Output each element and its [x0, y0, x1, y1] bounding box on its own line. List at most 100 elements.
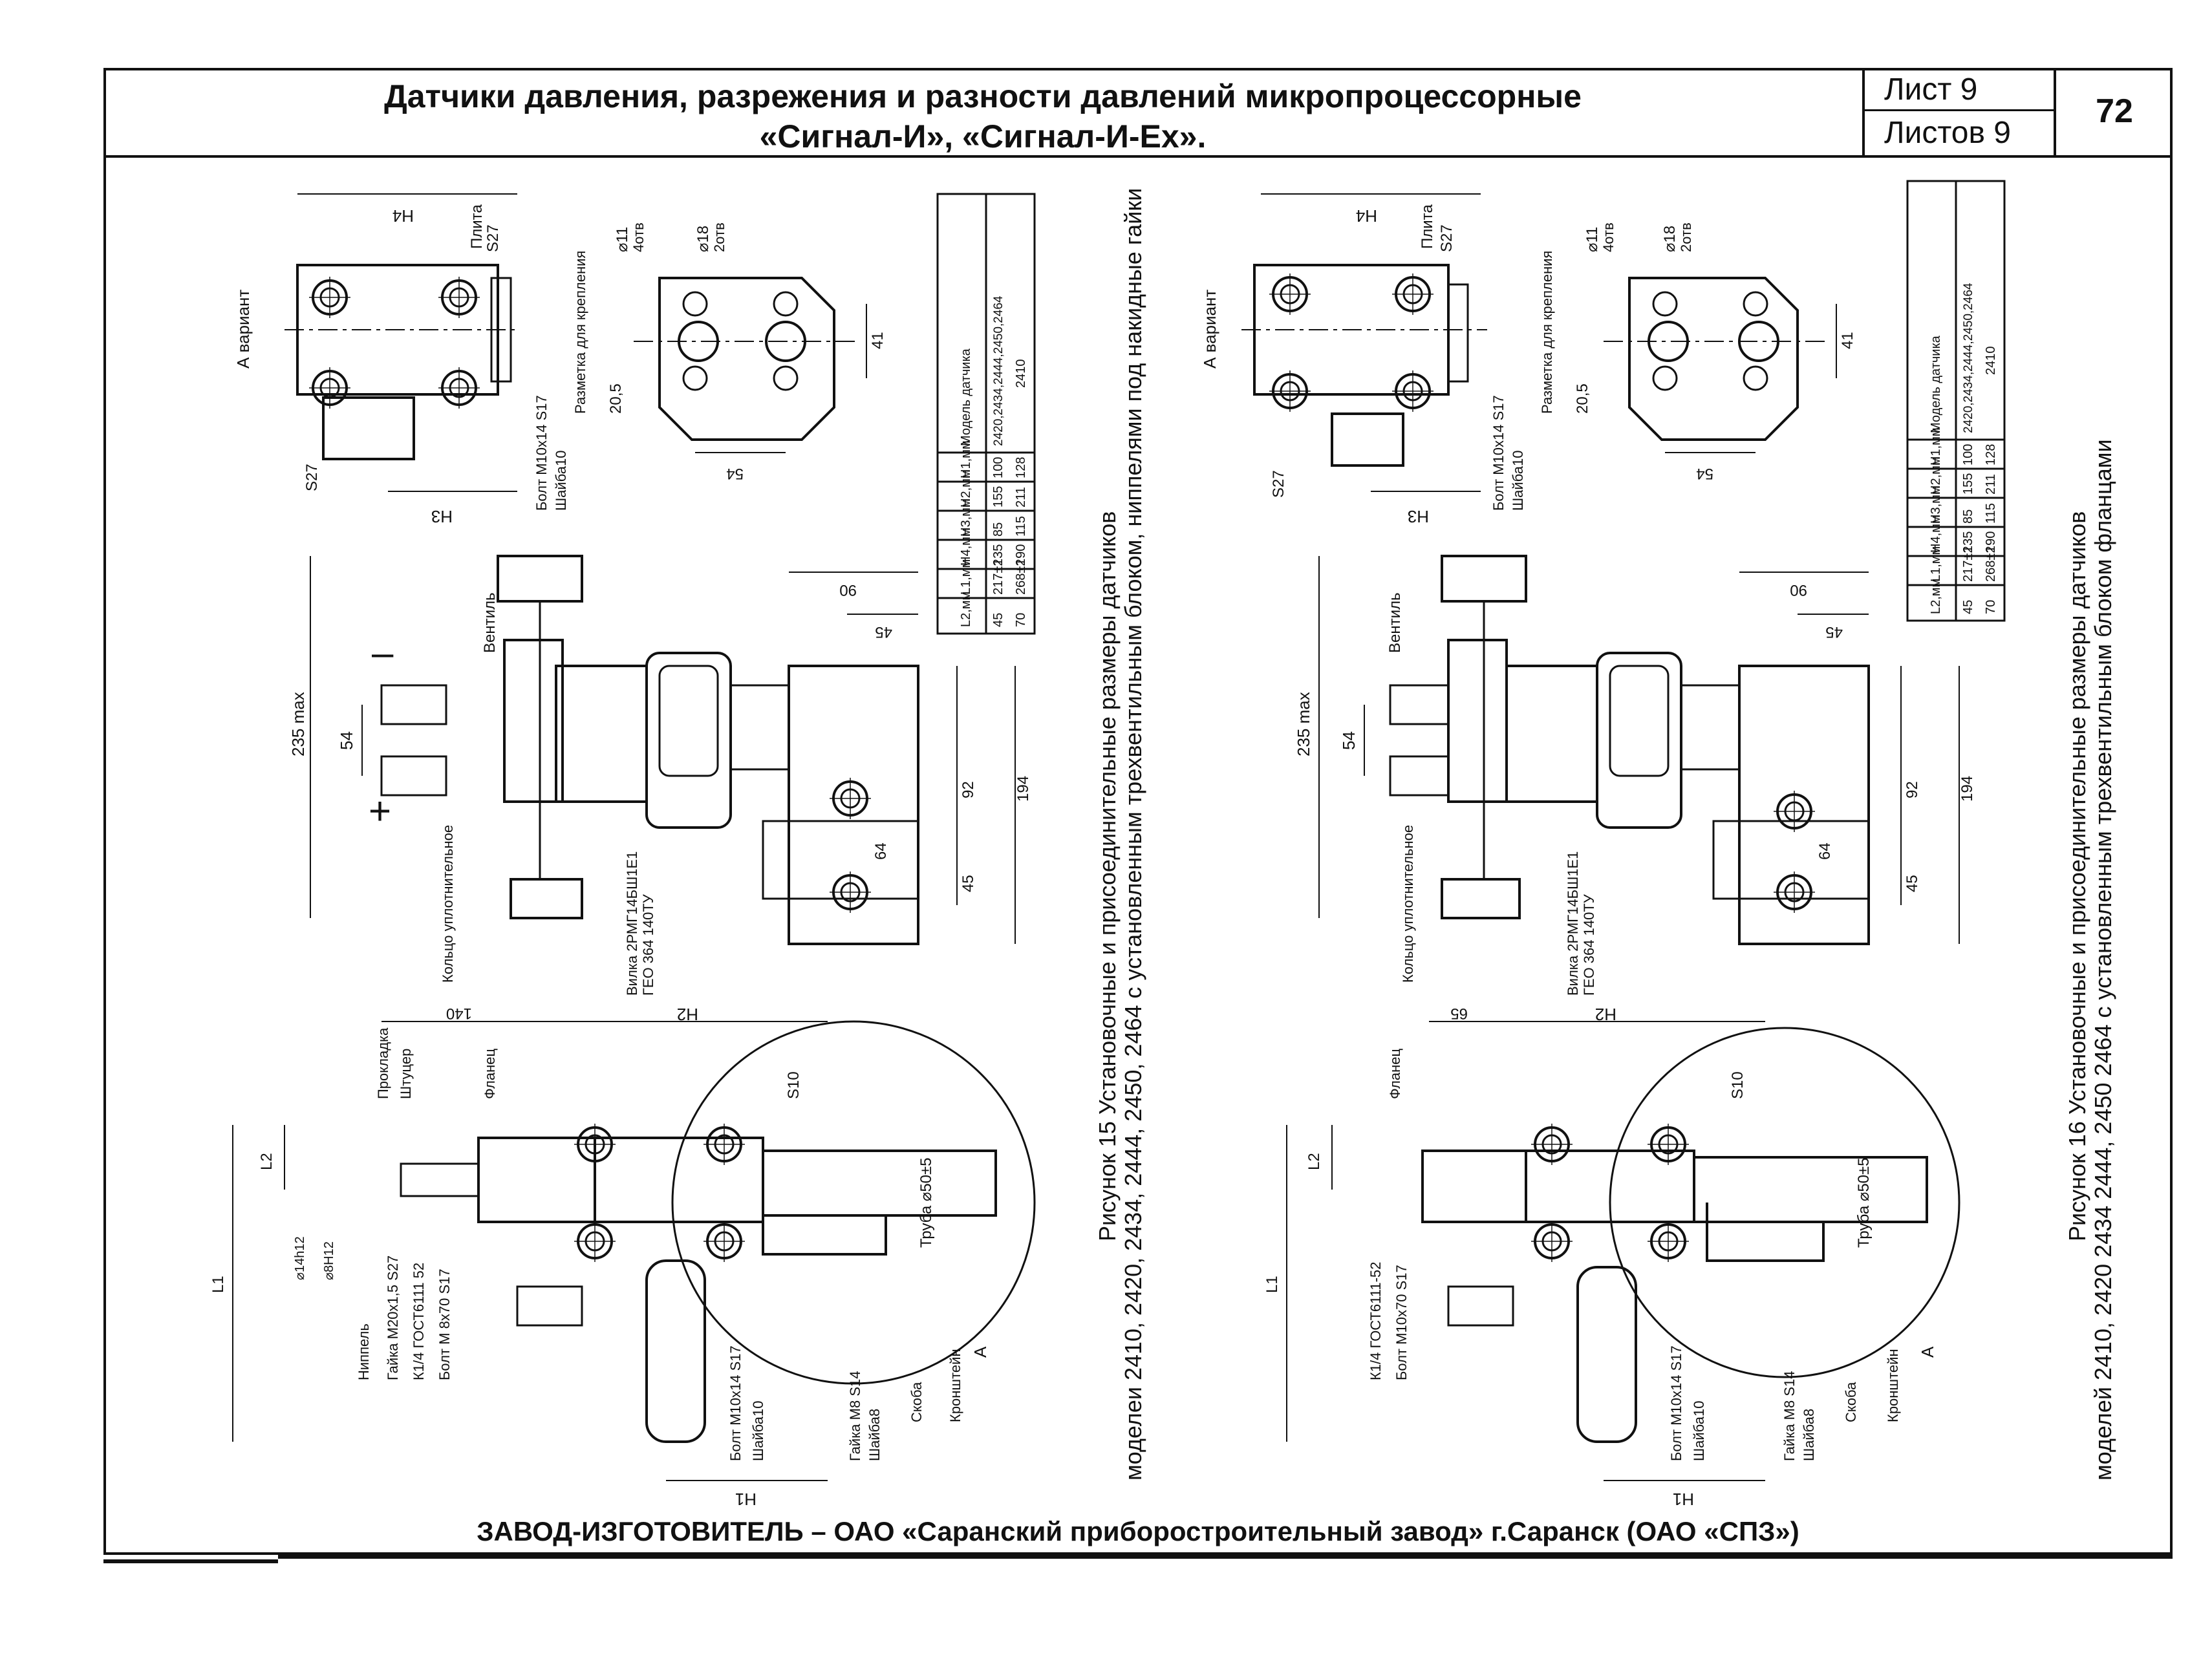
fig16-bottom-assembly [1286, 1021, 1960, 1481]
fig15-th-h4: Н4,мм [959, 528, 973, 566]
fig15-th-l2: L2,мм [959, 592, 973, 627]
fig15-dim-45: 45 [875, 623, 892, 641]
fig15-ring: Кольцо уплотнительное [440, 825, 456, 983]
fig15-variant-label: А вариант [233, 290, 253, 369]
fig16-bolt-top: Болт М10х14 S17 [1490, 395, 1507, 511]
fig15-k14: К1/4 ГОСТ6111 52 [411, 1263, 427, 1380]
fig16-mounting-marking [1604, 277, 1837, 453]
fig16-r2-l1: 268±2 [1984, 546, 1998, 582]
fig15-mounting-marking [634, 277, 867, 453]
fig16-dim-54: 54 [1696, 465, 1713, 482]
footer-part-a: ЗАВОД-ИЗГОТОВИТЕЛЬ – ОАО «Саранский [477, 1516, 1070, 1546]
fig16-r2-h4: 190 [1984, 531, 1998, 553]
fig15-r1-l1: 217±2 [991, 559, 1005, 595]
fig15-dim-54: 54 [726, 465, 744, 482]
fig16-marking: Разметка для крепления [1539, 251, 1555, 414]
fig16-dim-90: 90 [1790, 581, 1807, 599]
fig16-hole18-count: 2отв [1678, 222, 1694, 252]
fig16-washer8: Шайба8 [1801, 1409, 1817, 1461]
fig16-dim-h4: Н4 [1356, 206, 1377, 226]
fig16-nut8: Гайка М8 S14 [1781, 1371, 1798, 1461]
fig16-th-l2: L2,мм [1929, 579, 1943, 614]
fig15-labels: А вариант Плита S27 S27 Болт М10х14 S17 … [209, 188, 1146, 1509]
drawing-frame [103, 68, 2173, 1555]
fig16-r1-h3: 85 [1961, 509, 1975, 524]
fig15-dim-90: 90 [839, 581, 857, 599]
fig16-s27-left: S27 [1270, 470, 1287, 498]
fig16-hole18: ⌀18 [1661, 226, 1679, 252]
fig16-r2-model: 2410 [1984, 347, 1998, 376]
fig15-r1-l2: 45 [991, 613, 1005, 627]
fig15-th-l1: L1,мм [959, 559, 973, 595]
fig16-a-label: А [1918, 1346, 1937, 1358]
fig16-hole11: ⌀11 [1584, 227, 1601, 252]
fig15-side-view [310, 555, 1016, 945]
fig15-top-view [285, 193, 517, 492]
fig15-staple: Скоба [908, 1382, 925, 1422]
fig15-dim-235: 235 max [288, 692, 308, 756]
fig16-bolt3: Болт М10х14 S17 [1668, 1345, 1684, 1461]
fig15-dim-41: 41 [869, 332, 886, 349]
fig16-dim-41: 41 [1839, 332, 1856, 349]
fig15-bottom-assembly [232, 1020, 1036, 1481]
bottom-left-rule [103, 1559, 278, 1563]
fig16-valve: Вентиль [1386, 592, 1404, 653]
fig15-r2-h1: 128 [1014, 457, 1028, 478]
sheet-info: Лист 9 Листов 9 [1862, 68, 2056, 155]
fig15-bracket: Кронштейн [947, 1349, 963, 1422]
fig16-r1-h4: 135 [1961, 531, 1975, 553]
fig16-r2-h3: 115 [1984, 503, 1998, 524]
fig16-th-l1: L1,мм [1929, 546, 1943, 582]
fig16-pipe: Труба ⌀50±5 [1855, 1157, 1873, 1248]
fig16-dim-54b: 54 [1339, 731, 1358, 750]
fig16-parameter-table [1906, 180, 2006, 622]
fig15-r2-h3: 115 [1014, 516, 1028, 537]
fig16-r2-h1: 128 [1984, 444, 1998, 465]
fig15-plug: Вилка 2РМГ14БШ1Е1 [624, 851, 640, 996]
fig16-washer3: Шайба10 [1691, 1401, 1707, 1462]
fig16-dim-l2: L2 [1305, 1153, 1323, 1170]
fig15-dim-54b: 54 [337, 731, 356, 750]
fig15-caption-2: моделеи 2410, 2420, 2434, 2444, 2450, 24… [1120, 188, 1146, 1481]
fig15-valve: Вентиль [481, 592, 499, 653]
fig15-dim-h2: Н2 [677, 1005, 698, 1024]
fig16-r2-h2: 211 [1984, 474, 1998, 495]
fig16-ring: Кольцо уплотнительное [1400, 825, 1416, 983]
fig16-dim-20-5: 20,5 [1574, 383, 1591, 414]
fig15-r1-model: 2420,2434,2444,2450,2464 [992, 295, 1005, 446]
fig16-flange: Фланец [1387, 1049, 1403, 1099]
fig15-s27-left: S27 [303, 464, 321, 491]
fig15-pipe: Труба ⌀50±5 [918, 1157, 935, 1248]
header-divider [103, 155, 2173, 158]
fig15-th-h3: Н3,мм [959, 498, 973, 537]
fig16-th-h4: Н4,мм [1929, 515, 1943, 553]
sheets-label: Листов 9 [1884, 116, 2011, 150]
fig15-nut: Гайка М20х1,5 S27 [385, 1256, 401, 1380]
fig16-s27-top: S27 [1438, 224, 1455, 252]
fig15-plug-spec: ГЕО 364 140ТУ [640, 893, 656, 996]
fig15-washer8: Шайба8 [866, 1409, 883, 1461]
fig15-d8: ⌀8H12 [322, 1241, 336, 1280]
fig15-th-h2: Н2,мм [959, 469, 973, 508]
figure-16 [1241, 180, 2006, 1481]
fig15-dim-64: 64 [872, 842, 890, 860]
footer-part-c: » г.Саранск (ОАО «СПЗ») [1468, 1516, 1799, 1546]
fig15-dim-92: 92 [960, 781, 977, 798]
fig15-nut8: Гайка М8 S14 [847, 1371, 863, 1461]
fig15-washer3: Шайба10 [750, 1401, 766, 1462]
fig15-fitting: Штуцер [398, 1049, 414, 1099]
fig15-dim-l2: L2 [258, 1153, 275, 1170]
title-line-1: Датчики давления, разрежения и разности … [384, 78, 1582, 114]
fig16-r2-l2: 70 [1984, 600, 1998, 614]
fig15-r1-h2: 155 [991, 486, 1005, 508]
fig16-dim-235: 235 max [1294, 692, 1313, 756]
fig15-th-h1: Н1,мм [959, 440, 973, 478]
fig15-r2-l1: 268±2 [1014, 559, 1028, 595]
fig16-r1-model: 2420,2434,2444,2450,2464 [1962, 283, 1975, 433]
manufacturer-footer: ЗАВОД-ИЗГОТОВИТЕЛЬ – ОАО «Саранский приб… [103, 1516, 2173, 1547]
fig15-marking: Разметка для крепления [572, 251, 588, 414]
fig15-th-model: Модель датчика [959, 348, 973, 446]
fig16-r1-l2: 45 [1961, 600, 1975, 614]
fig15-minus: – [372, 631, 394, 674]
